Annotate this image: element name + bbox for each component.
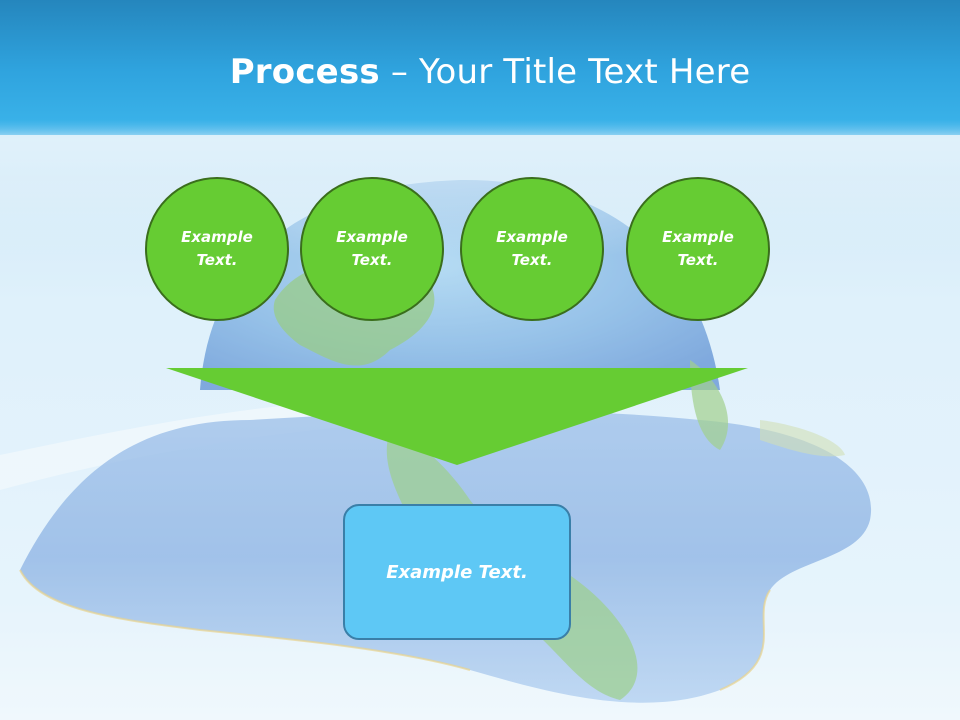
step-2-text: Example Text. [322,226,422,272]
step-1-text: Example Text. [167,226,267,272]
funnel-triangle [166,368,748,465]
result-box: Example Text. [343,504,571,640]
step-4-text: Example Text. [648,226,748,272]
header-band [0,0,960,135]
step-3-line1: Example [496,228,568,246]
step-2-line2: Text. [351,251,393,269]
process-step-circle-2: Example Text. [300,177,444,321]
step-1-line2: Text. [196,251,238,269]
step-3-text: Example Text. [482,226,582,272]
process-step-circle-3: Example Text. [460,177,604,321]
step-2-line1: Example [336,228,408,246]
step-4-line2: Text. [677,251,719,269]
title-bold-part: Process [229,52,380,92]
process-step-circle-1: Example Text. [145,177,289,321]
step-1-line1: Example [181,228,253,246]
step-3-line2: Text. [511,251,553,269]
slide-title: Process – Your Title Text Here [0,52,960,92]
step-4-line1: Example [662,228,734,246]
title-rest-part: – Your Title Text Here [379,52,751,92]
process-step-circle-4: Example Text. [626,177,770,321]
result-text: Example Text. [386,561,528,583]
